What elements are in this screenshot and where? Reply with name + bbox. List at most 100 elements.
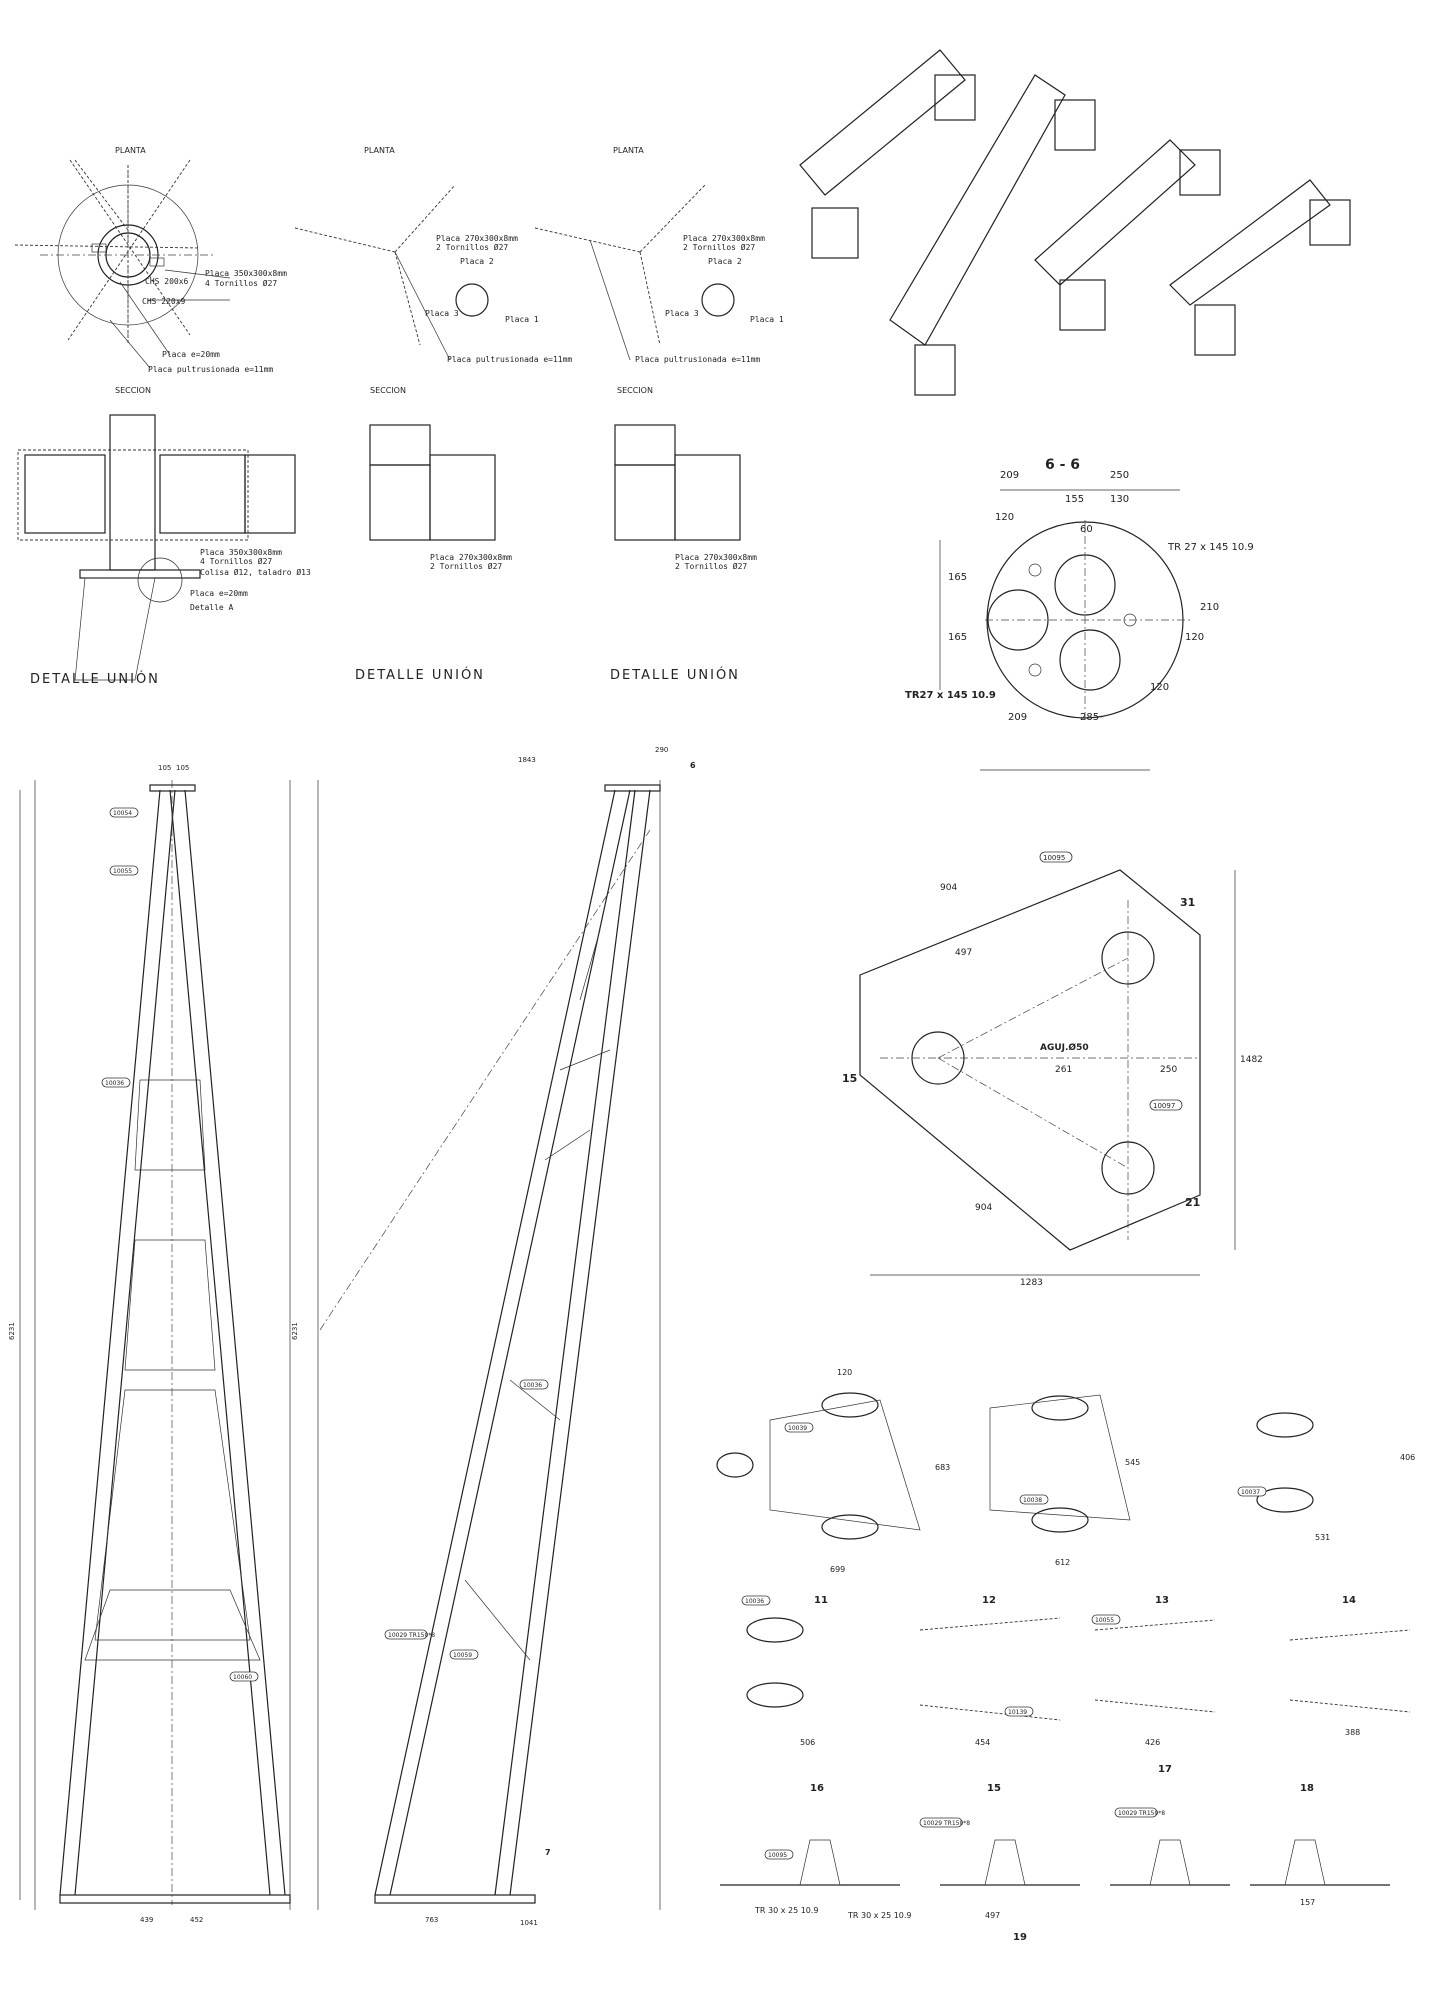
sec1-title: SECCION xyxy=(115,386,151,395)
section-view-1: SECCION Placa 350x300x8mm 4 Tornillos Ø2… xyxy=(17,386,311,687)
elev1-dim-top-a: 105 xyxy=(158,764,171,772)
section66-dim-120c: 120 xyxy=(1150,682,1169,693)
plan2-label-placa3: Placa 3 xyxy=(425,309,459,318)
plan3-label-placa2: Placa 2 xyxy=(708,257,742,266)
elev2-dim-290: 290 xyxy=(655,746,668,754)
sec1-label-placa-e20: Placa e=20mm xyxy=(190,589,248,598)
plan2-label-placa2: Placa 2 xyxy=(460,257,494,266)
section66-dim-165a: 165 xyxy=(948,572,967,583)
plan2-label-pultrusionada: Placa pultrusionada e=11mm xyxy=(447,355,572,364)
det15-title: 15 xyxy=(987,1783,1001,1794)
elev1-tag-10060: 10060 xyxy=(233,1674,252,1681)
plan3-label-placa1: Placa 1 xyxy=(750,315,784,324)
elev1-dim-total: 6231 xyxy=(8,1322,16,1340)
plan-view-1: PLANTA Placa 350x300x8mm 4 Tornillos Ø27… xyxy=(14,146,287,374)
plan3-title: PLANTA xyxy=(613,146,644,155)
baseplate-dim-250: 250 xyxy=(1160,1065,1177,1075)
sec3-caption: DETALLE UNIÓN xyxy=(610,667,740,683)
plan2-label-placa270: Placa 270x300x8mm xyxy=(436,234,518,243)
tower-elevation-front: 6231 6231 105 105 439 452 10054 10055 10… xyxy=(8,764,299,1924)
det11-tag: 10036 xyxy=(745,1598,764,1605)
sec2-title: SECCION xyxy=(370,386,406,395)
plan1-label-chs200: CHS 200x6 xyxy=(145,277,189,286)
det18-title: 18 xyxy=(1300,1783,1314,1794)
section66-dim-250: 250 xyxy=(1110,470,1129,481)
section66-dim-210: 210 xyxy=(1200,602,1219,613)
section66-dim-60: 60 xyxy=(1080,524,1093,535)
baseplate-dim-261: 261 xyxy=(1055,1065,1072,1075)
det12-dim-454: 454 xyxy=(975,1738,990,1747)
plan1-label-tornillos: 4 Tornillos Ø27 xyxy=(205,278,277,288)
det15-dim-497: 497 xyxy=(985,1911,1000,1920)
det16-bolt-2: TR 30 x 25 10.9 xyxy=(847,1911,912,1920)
detail-row-1: 120 683 699 10039 545 612 10038 406 531 … xyxy=(716,1368,1415,1574)
sec1-label-colisa: Colisa Ø12, taladro Ø13 xyxy=(200,567,311,577)
elev2-mark-6: 6 xyxy=(690,761,696,770)
det17-tag-1: 10029 TR150*8 xyxy=(1118,1810,1165,1817)
det16-title: 16 xyxy=(810,1783,824,1794)
elev2-tag-10059: 10059 xyxy=(453,1652,472,1659)
det13-tag: 10055 xyxy=(1095,1617,1114,1624)
sec2-caption: DETALLE UNIÓN xyxy=(355,667,485,683)
section66-bolt-label-1: TR 27 x 145 10.9 xyxy=(1167,542,1254,553)
plan2-label-tornillos: 2 Tornillos Ø27 xyxy=(436,242,508,252)
sec1-label-tornillos: 4 Tornillos Ø27 xyxy=(200,556,272,566)
plan2-title: PLANTA xyxy=(364,146,395,155)
section66-dim-285: 285 xyxy=(1080,712,1099,723)
elev2-tag-10036: 10036 xyxy=(523,1382,542,1389)
plan1-label-pultrusionada: Placa pultrusionada e=11mm xyxy=(148,365,273,374)
sec3-title: SECCION xyxy=(617,386,653,395)
plan-view-3: PLANTA Placa 270x300x8mm 2 Tornillos Ø27… xyxy=(534,146,784,364)
sec3-label-placa: Placa 270x300x8mm xyxy=(675,553,757,562)
sec2-label-placa: Placa 270x300x8mm xyxy=(430,553,512,562)
elev2-tag-10029: 10029 TR150*8 xyxy=(388,1632,435,1639)
elev1-dim-top-b: 105 xyxy=(176,764,189,772)
plan3-label-pultrusionada: Placa pultrusionada e=11mm xyxy=(635,355,760,364)
plan3-label-tornillos: 2 Tornillos Ø27 xyxy=(683,242,755,252)
isometric-joints xyxy=(799,49,1351,396)
plan1-title: PLANTA xyxy=(115,146,146,155)
det13-title: 13 xyxy=(1155,1595,1169,1606)
baseplate-hole-label: AGUJ.Ø50 xyxy=(1040,1042,1089,1053)
elev1-tag-10054: 10054 xyxy=(113,810,132,817)
det15-tag-1: 10029 TR150*8 xyxy=(923,1820,970,1827)
section66-dim-120b: 120 xyxy=(1185,632,1204,643)
det15-subtitle: 19 xyxy=(1013,1932,1027,1943)
det3-dim-531: 531 xyxy=(1315,1533,1330,1542)
det2-tag: 10038 xyxy=(1023,1497,1042,1504)
det12-tag: 10139 xyxy=(1008,1709,1027,1716)
det16-tag-1: 10095 xyxy=(768,1852,787,1859)
sec1-caption: DETALLE UNIÓN xyxy=(30,671,160,687)
baseplate-dim-904a: 904 xyxy=(940,883,957,893)
section66-dim-165b: 165 xyxy=(948,632,967,643)
baseplate-dim-1482: 1482 xyxy=(1240,1055,1263,1065)
baseplate-dim-904b: 904 xyxy=(975,1203,992,1213)
section-view-3: SECCION Placa 270x300x8mm 2 Tornillos Ø2… xyxy=(610,386,757,683)
plan1-label-chs220: CHS 220x9 xyxy=(142,297,186,306)
detail-row-3: 16 TR 30 x 25 10.9 TR 30 x 25 10.9 10095… xyxy=(720,1764,1390,1943)
baseplate-mark-15: 15 xyxy=(842,1072,857,1085)
elev1-tag-10055: 10055 xyxy=(113,868,132,875)
plan2-label-placa1: Placa 1 xyxy=(505,315,539,324)
det14-dim-388: 388 xyxy=(1345,1728,1360,1737)
sec3-label-tornillos: 2 Tornillos Ø27 xyxy=(675,561,747,571)
baseplate-dim-1283: 1283 xyxy=(1020,1278,1043,1288)
det12-title: 12 xyxy=(982,1595,996,1606)
section66-title: 6 - 6 xyxy=(1045,457,1080,473)
base-plate-plan: 1283 1482 904 497 AGUJ.Ø50 261 250 904 1… xyxy=(842,851,1263,1288)
section66-dim-155: 155 xyxy=(1065,494,1084,505)
det18-dim-157: 157 xyxy=(1300,1898,1315,1907)
det11-title: 11 xyxy=(814,1595,828,1606)
section66-dim-130: 130 xyxy=(1110,494,1129,505)
elev2-mark-7: 7 xyxy=(545,1848,551,1857)
elev2-dim-1843: 1843 xyxy=(518,756,536,764)
sec1-label-detalle: Detalle A xyxy=(190,603,234,612)
det14-title: 14 xyxy=(1342,1595,1356,1606)
baseplate-tag-1: 10095 xyxy=(1043,854,1065,862)
plan1-label-placa: Placa 350x300x8mm xyxy=(205,269,287,278)
det1-dim-699: 699 xyxy=(830,1565,845,1574)
baseplate-dim-497: 497 xyxy=(955,948,972,958)
elev2-dim-1041: 1041 xyxy=(520,1919,538,1927)
det3-tag: 10037 xyxy=(1241,1489,1260,1496)
